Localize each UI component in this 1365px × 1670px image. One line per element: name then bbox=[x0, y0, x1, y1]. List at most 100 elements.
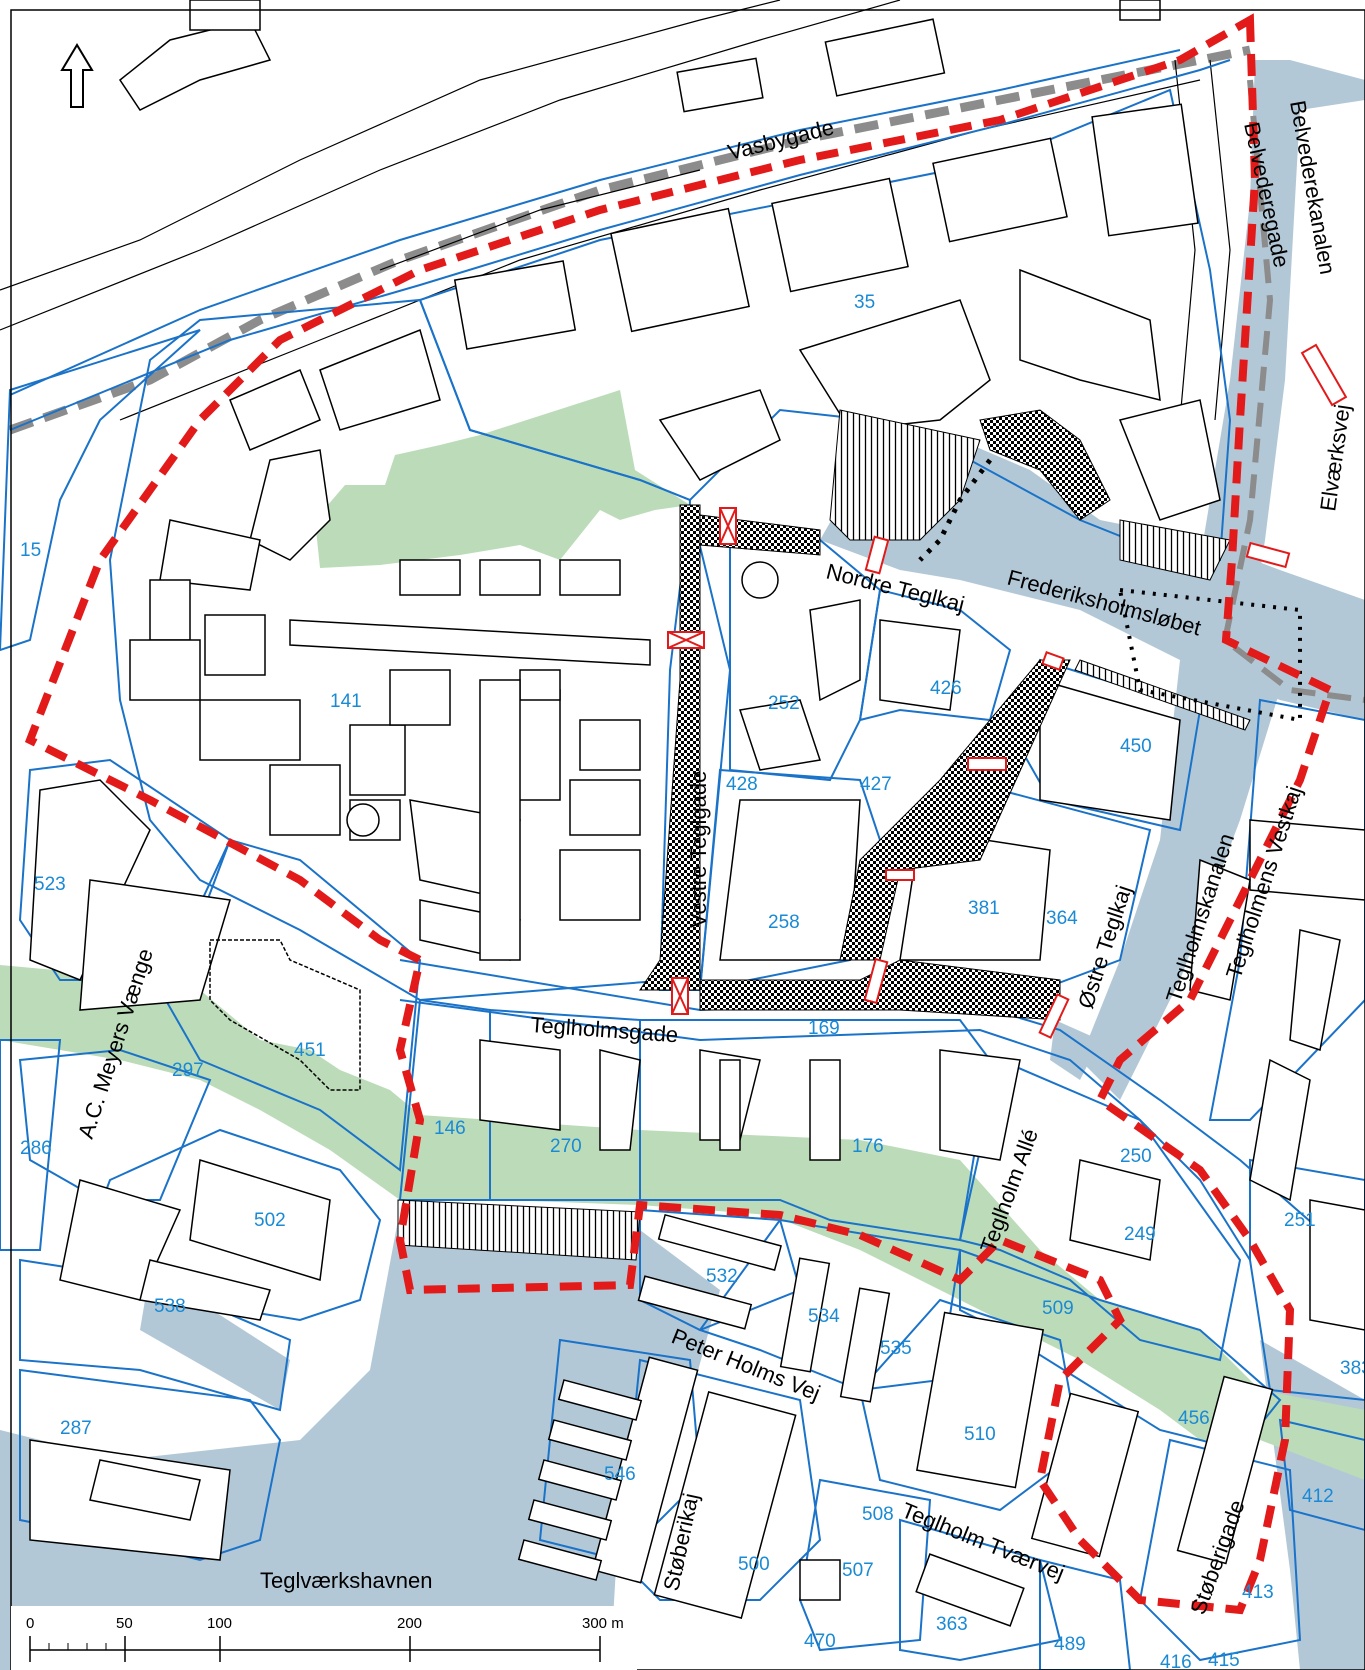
parcel-boundary-outer-north bbox=[9, 59, 1231, 431]
parcel-412 bbox=[1278, 1418, 1365, 1532]
scale-bar-panel bbox=[11, 1606, 637, 1670]
scale-label-300: 300 m bbox=[582, 1615, 624, 1632]
parcel-label: 535 bbox=[880, 1338, 912, 1359]
parcel-label: 297 bbox=[172, 1060, 204, 1081]
plan-boundary bbox=[24, 13, 1335, 1615]
street-vestre-teglgade: Vestre Teglgade bbox=[686, 771, 711, 928]
parcel-label: 510 bbox=[964, 1424, 996, 1445]
dotted-nordre-crossing bbox=[918, 458, 992, 562]
green-areas bbox=[0, 390, 1365, 1480]
scale-label-0: 0 bbox=[26, 1615, 34, 1632]
marker-vestre-south bbox=[671, 977, 689, 1015]
parcel-label: 141 bbox=[330, 691, 362, 712]
parcel-label: 428 bbox=[726, 774, 758, 795]
parcel-label: 270 bbox=[550, 1136, 582, 1157]
parcel-label: 456 bbox=[1178, 1408, 1210, 1429]
parcel-label: 35 bbox=[854, 292, 875, 313]
parcel-176 bbox=[639, 1019, 992, 1242]
hatch-nordre-teglkaj bbox=[829, 409, 981, 541]
parcel-label: 416 bbox=[1160, 1652, 1192, 1670]
parcel-label: 546 bbox=[604, 1464, 636, 1485]
parcel-label: 523 bbox=[34, 874, 66, 895]
scale-label-100: 100 bbox=[207, 1615, 232, 1632]
marker-vestre-north bbox=[719, 507, 737, 545]
parcel-label: 489 bbox=[1054, 1634, 1086, 1655]
scale-bar: 0 50 100 200 300 m bbox=[11, 1606, 637, 1670]
parcel-251-383 bbox=[1249, 1158, 1365, 1402]
parcel-label: 502 bbox=[254, 1210, 286, 1231]
parcel-label: 364 bbox=[1046, 908, 1078, 929]
parcel-169-road bbox=[399, 999, 1251, 1261]
parcel-label: 451 bbox=[294, 1040, 326, 1061]
marker-diag-2 bbox=[967, 757, 1007, 771]
scale-label-200: 200 bbox=[397, 1615, 422, 1632]
parcel-boundary-north-2 bbox=[9, 49, 1181, 396]
parcel-label: 176 bbox=[852, 1136, 884, 1157]
teglholmskanalen-water bbox=[1080, 660, 1280, 1100]
parcel-lines bbox=[0, 49, 1365, 1670]
hatched-areas bbox=[397, 409, 1302, 1261]
parcel-363 bbox=[899, 1518, 1062, 1662]
parcel-label: 146 bbox=[434, 1118, 466, 1139]
parcel-label: 470 bbox=[804, 1631, 836, 1652]
marker-diag-3 bbox=[885, 869, 915, 881]
hatch-frederiksholmslobet-east bbox=[1119, 519, 1231, 581]
parcel-label: 383 bbox=[1340, 1358, 1365, 1379]
marker-nordre bbox=[864, 535, 890, 575]
parcel-250-249 bbox=[958, 1058, 1242, 1362]
parcel-label: 412 bbox=[1302, 1486, 1334, 1507]
parcel-286 bbox=[0, 1039, 62, 1251]
parcel-label: 363 bbox=[936, 1614, 968, 1635]
ostre-teglkaj-water bbox=[1050, 1020, 1100, 1080]
parcel-label: 426 bbox=[930, 678, 962, 699]
road-edges bbox=[0, 0, 1231, 421]
parcel-label: 251 bbox=[1284, 1210, 1316, 1231]
parcel-label: 508 bbox=[862, 1504, 894, 1525]
checker-frederiksholmslobet bbox=[979, 409, 1111, 521]
parcel-489 bbox=[1039, 1558, 1132, 1670]
parcel-label: 415 bbox=[1208, 1650, 1240, 1670]
crossing-markers bbox=[667, 343, 1348, 1039]
parcel-label: 287 bbox=[60, 1418, 92, 1439]
rail-line bbox=[8, 45, 1365, 703]
marker-ostre-south bbox=[1038, 993, 1070, 1039]
parcel-west-15 bbox=[0, 329, 201, 652]
parcel-label: 286 bbox=[20, 1138, 52, 1159]
parcel-label: 534 bbox=[808, 1306, 840, 1327]
parcel-label: 250 bbox=[1120, 1146, 1152, 1167]
parcel-297 bbox=[18, 1048, 212, 1201]
parcel-label: 252 bbox=[768, 693, 800, 714]
parcel-label: 538 bbox=[154, 1296, 186, 1317]
marker-vestre-mid bbox=[667, 631, 705, 649]
parcel-label: 169 bbox=[808, 1018, 840, 1039]
parcel-label: 413 bbox=[1242, 1582, 1274, 1603]
park-north bbox=[315, 390, 690, 568]
north-arrow-icon bbox=[60, 43, 94, 108]
marker-frederiksholm-east bbox=[1245, 541, 1291, 569]
parcel-labels: 35 15 141 252 426 450 428 427 258 381 36… bbox=[20, 292, 1365, 1670]
parcel-label: 15 bbox=[20, 540, 41, 561]
parcel-label: 381 bbox=[968, 898, 1000, 919]
parcel-label: 507 bbox=[842, 1560, 874, 1581]
belvederekanalen-water bbox=[1200, 60, 1365, 700]
parcel-label: 427 bbox=[860, 774, 892, 795]
street-teglvaerkshavnen: Teglværkshavnen bbox=[260, 1568, 432, 1593]
parcel-label: 249 bbox=[1124, 1224, 1156, 1245]
checker-vestre-teglgade bbox=[639, 504, 701, 991]
marker-belvedere bbox=[1300, 343, 1348, 407]
parcel-label: 450 bbox=[1120, 736, 1152, 757]
boundary-north-loop bbox=[24, 13, 1335, 1615]
checker-north-link bbox=[699, 514, 821, 556]
street-teglholmsgade: Teglholmsgade bbox=[530, 1012, 679, 1047]
parcel-label: 500 bbox=[738, 1554, 770, 1575]
parcel-east-column bbox=[1208, 698, 1365, 1121]
parcel-label: 509 bbox=[1042, 1298, 1074, 1319]
parcel-label: 258 bbox=[768, 912, 800, 933]
parcel-label: 532 bbox=[706, 1266, 738, 1287]
buildings bbox=[29, 0, 1365, 1627]
marker-diag-4 bbox=[863, 957, 889, 1005]
hatch-bridge-south bbox=[397, 1199, 641, 1261]
map-frame bbox=[10, 9, 1365, 1670]
scale-label-50: 50 bbox=[116, 1615, 133, 1632]
